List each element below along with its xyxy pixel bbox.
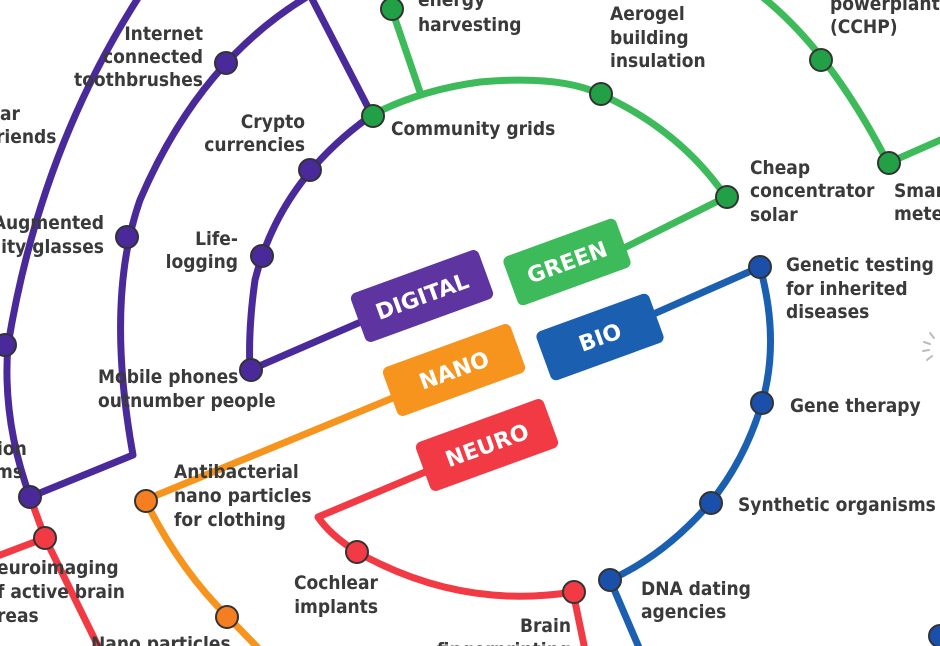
- label-cchp: powerplants(CCHP): [830, 0, 940, 38]
- station-dot[interactable]: [589, 82, 613, 106]
- tag-green[interactable]: GREEN: [502, 217, 633, 307]
- label-brain: Brainfingerprinting: [437, 615, 571, 646]
- label-gene-therapy: Gene therapy: [790, 395, 921, 417]
- digital-line: [3, 0, 376, 501]
- station-dot[interactable]: [115, 225, 139, 249]
- station-dot[interactable]: [215, 605, 239, 629]
- label-synthetic: Synthetic organisms: [738, 494, 936, 516]
- station-dot[interactable]: [562, 580, 586, 604]
- station-dot[interactable]: [134, 489, 158, 513]
- station-dot[interactable]: [750, 391, 774, 415]
- tag-nano[interactable]: NANO: [381, 322, 527, 417]
- station-dot[interactable]: [809, 48, 833, 72]
- tag-bio[interactable]: BIO: [535, 292, 666, 382]
- station-dot[interactable]: [298, 158, 322, 182]
- label-ion: ionms: [0, 438, 27, 483]
- station-dot[interactable]: [239, 358, 263, 382]
- label-community: Community grids: [391, 118, 555, 140]
- station-dot[interactable]: [380, 0, 404, 21]
- label-lifelogging: Life-logging: [166, 228, 238, 273]
- loading-spinner-icon: [922, 332, 935, 361]
- station-dot[interactable]: [0, 333, 17, 357]
- green-line: [368, 0, 940, 254]
- station-dot[interactable]: [748, 255, 772, 279]
- label-nano-particles: Nano particles: [91, 633, 231, 646]
- station-dot[interactable]: [928, 624, 940, 646]
- bio-line: [606, 263, 774, 646]
- station-dot[interactable]: [877, 151, 901, 175]
- station-dot[interactable]: [250, 244, 274, 268]
- station-dot[interactable]: [598, 568, 622, 592]
- tag-digital[interactable]: DIGITAL: [349, 248, 495, 343]
- station-dot[interactable]: [361, 104, 385, 128]
- station-dot[interactable]: [699, 491, 723, 515]
- station-dot[interactable]: [715, 185, 739, 209]
- station-dot[interactable]: [18, 485, 42, 509]
- station-dot[interactable]: [214, 51, 238, 75]
- station-dot[interactable]: [345, 540, 369, 564]
- tag-neuro[interactable]: NEURO: [414, 397, 560, 492]
- station-dot[interactable]: [33, 526, 57, 550]
